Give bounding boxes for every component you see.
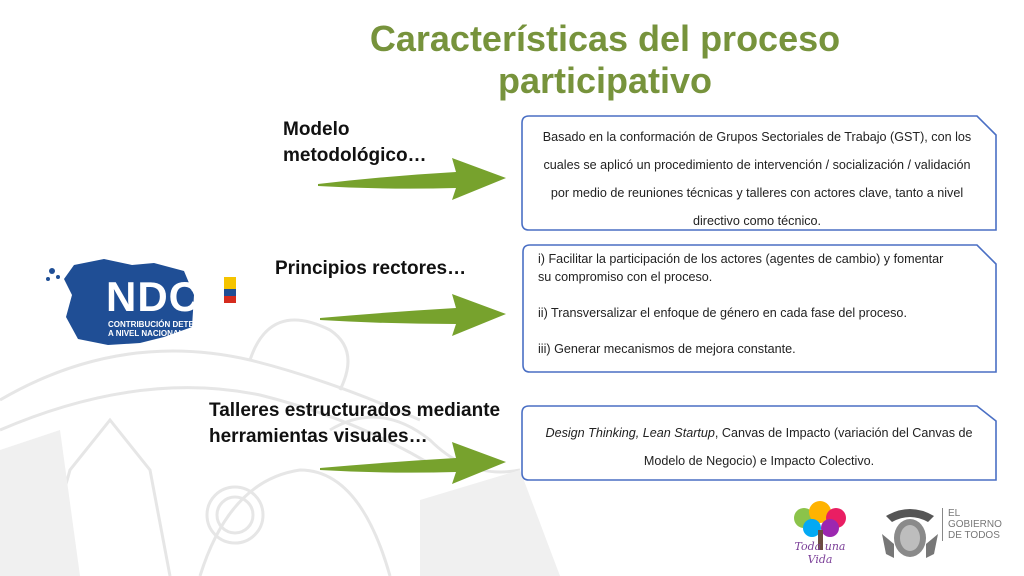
principle-item: iii) Generar mecanismos de mejora consta… bbox=[538, 342, 796, 356]
toda-una-vida-text: Toda una Vida bbox=[794, 540, 846, 566]
box-frame bbox=[521, 115, 997, 231]
section-label-principios: Principios rectores… bbox=[275, 258, 467, 279]
ecuador-map-icon bbox=[46, 259, 236, 345]
principle-item: i) Facilitar la participación de los act… bbox=[538, 252, 944, 284]
gobierno-line3: DE TODOS bbox=[948, 530, 1000, 541]
box-text: Basado en la conformación de Grupos Sect… bbox=[542, 130, 972, 228]
gobierno-line1: EL bbox=[948, 508, 961, 519]
gobierno-line2: GOBIERNO bbox=[948, 519, 1002, 530]
page-title: Características del proceso participativ… bbox=[369, 18, 841, 101]
arrow-icon bbox=[318, 158, 506, 200]
ndc-line2: A NIVEL NACIONAL bbox=[108, 329, 184, 338]
toda-una-vida-logo: Toda una Vida bbox=[784, 500, 856, 566]
box-frame bbox=[522, 244, 997, 373]
box-text-italic: Design Thinking, Lean Startup bbox=[545, 426, 715, 440]
arrow-icon bbox=[320, 294, 506, 336]
ndc-letters: NDC bbox=[106, 273, 200, 320]
ndc-logo: NDC CONTRIBUCIÓN DETERMINADA A NIVEL NAC… bbox=[44, 255, 244, 355]
box-text: Design Thinking, Lean Startup, Canvas de… bbox=[521, 405, 997, 475]
ndc-line1: CONTRIBUCIÓN DETERMINADA bbox=[108, 320, 232, 329]
gobierno-logo: EL GOBIERNO DE TODOS bbox=[880, 504, 1020, 564]
text-box-talleres: Design Thinking, Lean Startup, Canvas de… bbox=[521, 405, 997, 481]
text-box-modelo: Basado en la conformación de Grupos Sect… bbox=[521, 115, 997, 231]
section-label-modelo: Modelo metodológico… bbox=[283, 119, 427, 166]
principle-item: ii) Transversalizar el enfoque de género… bbox=[538, 306, 907, 320]
tree-icon bbox=[794, 501, 846, 550]
arrow-icon bbox=[320, 442, 506, 484]
box-text-rest: , Canvas de Impacto (variación del Canva… bbox=[643, 426, 973, 468]
section-label-talleres: Talleres estructurados mediante herramie… bbox=[209, 400, 501, 447]
coat-of-arms-icon bbox=[882, 509, 938, 558]
box-frame bbox=[521, 405, 997, 481]
text-box-principios: i) Facilitar la participación de los act… bbox=[522, 244, 997, 373]
